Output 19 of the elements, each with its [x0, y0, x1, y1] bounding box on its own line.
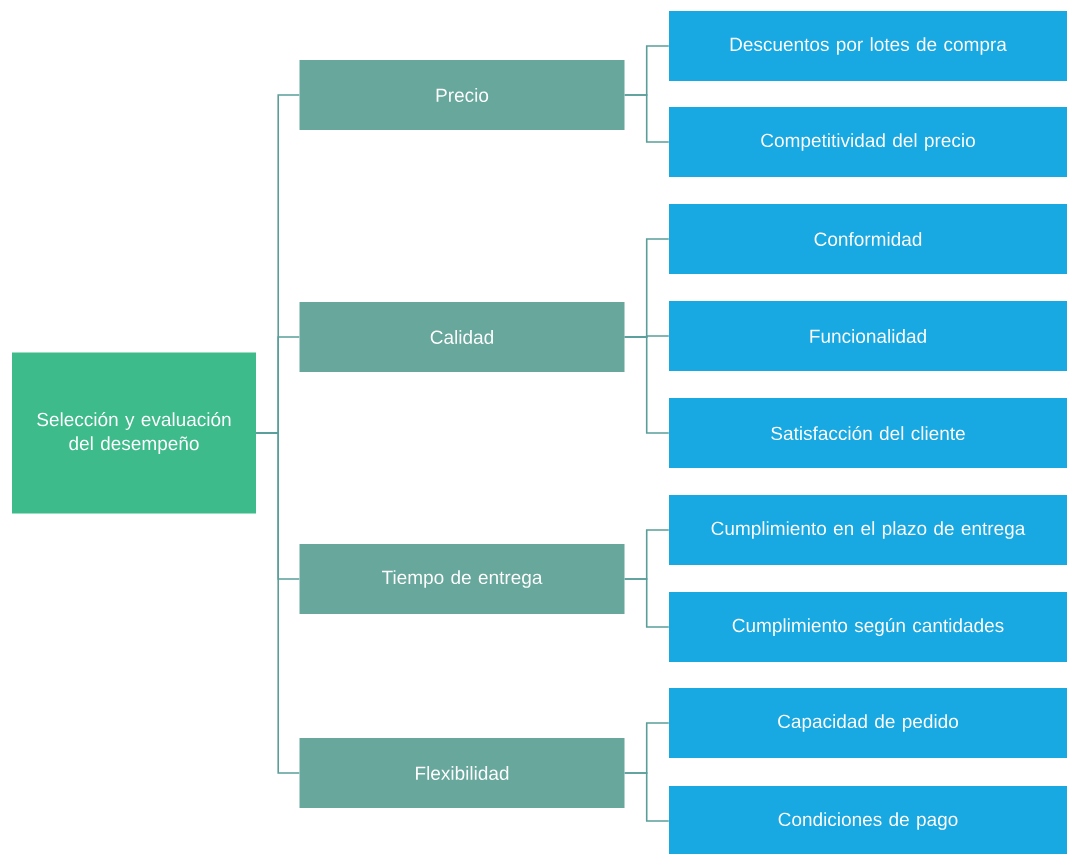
root-box: Selección y evaluación del desempeño — [12, 352, 256, 514]
category-box: Tiempo de entrega — [299, 544, 625, 614]
criterion-box: Capacidad de pedido — [669, 688, 1067, 758]
category-box: Flexibilidad — [299, 738, 625, 808]
connector-line — [255, 432, 301, 774]
connector-line — [623, 578, 670, 628]
category-box: Calidad — [299, 302, 625, 372]
connector-line — [623, 772, 670, 822]
connector-line — [623, 94, 670, 143]
criterion-box: Condiciones de pago — [669, 786, 1067, 854]
criterion-box: Descuentos por lotes de compra — [669, 11, 1067, 81]
criterion-box: Satisfacción del cliente — [669, 398, 1067, 468]
criterion-box: Cumplimiento en el plazo de entrega — [669, 495, 1067, 565]
criterion-box: Conformidad — [669, 204, 1067, 274]
connector-line — [623, 336, 670, 434]
category-box: Precio — [299, 60, 625, 130]
criterion-box: Competitividad del precio — [669, 107, 1067, 177]
criterion-box: Cumplimiento según cantidades — [669, 592, 1067, 662]
criterion-box: Funcionalidad — [669, 301, 1067, 371]
